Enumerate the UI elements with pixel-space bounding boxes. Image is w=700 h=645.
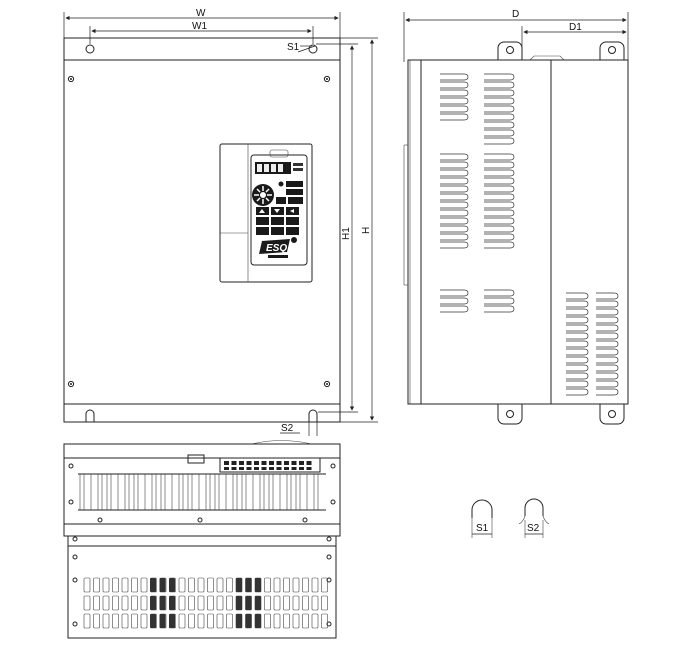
label-s1: S1 (287, 42, 300, 53)
grill-slots (83, 577, 328, 629)
bottom-left-slot (85, 409, 95, 422)
slot-s1-label: S1 (476, 523, 489, 534)
slot-s1-detail: S1 (471, 499, 493, 538)
dim-d: D (403, 9, 629, 62)
keypad (250, 154, 308, 266)
top-left-mount-hole (85, 44, 95, 54)
brand-logo: ESQ (259, 237, 297, 258)
slot-s2-label: S2 (527, 523, 540, 534)
label-h: H (361, 227, 372, 234)
dim-w1: W1 (89, 21, 314, 44)
fan-grill (67, 545, 337, 639)
side-vents (440, 73, 619, 396)
mount-ears (497, 41, 625, 425)
knob-icon (252, 184, 274, 206)
bottom-flange (63, 403, 341, 423)
label-d1: D1 (569, 22, 582, 33)
terminal-block (63, 457, 341, 525)
label-w: W (196, 8, 206, 19)
label-w1: W1 (192, 21, 207, 32)
label-s2: S2 (281, 423, 294, 434)
top-right-mount-hole (308, 44, 318, 54)
dim-h1: H1 (316, 43, 358, 413)
label-h1: H1 (341, 227, 352, 240)
dim-d1: D1 (521, 22, 627, 60)
bottom-view (63, 440, 341, 639)
mounting-slot-detail: S1 S2 (471, 498, 550, 538)
side-view: D D1 (403, 9, 629, 425)
svg-text:ESQ: ESQ (266, 243, 287, 254)
front-view: W W1 S1 (63, 8, 378, 436)
keypad-panel: ESQ (219, 143, 313, 283)
control-terminal-strip (187, 454, 321, 473)
side-body (407, 59, 629, 405)
dim-h: H (340, 37, 378, 423)
bottom-right-slot (308, 409, 318, 422)
screw-icon (67, 75, 331, 388)
power-terminals (78, 473, 326, 511)
label-d: D (512, 9, 519, 20)
slot-s2-detail: S2 (518, 498, 550, 538)
keypad-buttons (256, 207, 299, 235)
